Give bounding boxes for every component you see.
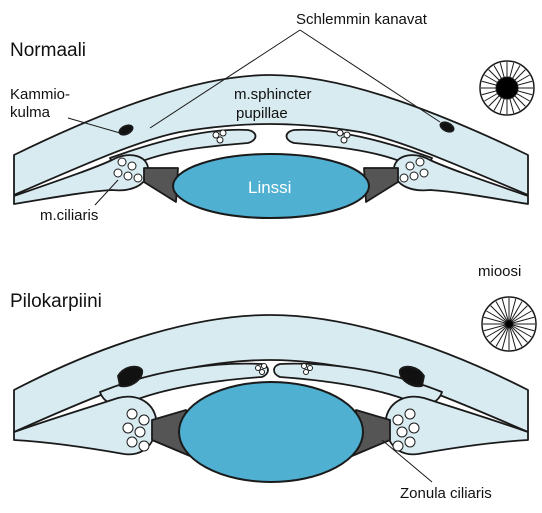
zonula-label: Zonula ciliaris (400, 485, 492, 502)
pupil-icon-normal (480, 61, 534, 115)
chamber-angle-label-line1: Kammio- (10, 86, 70, 103)
schlemm-label: Schlemmin kanavat (296, 11, 428, 28)
sphincter-label-line2: pupillae (236, 105, 288, 122)
ciliaris-label: m.ciliaris (40, 207, 98, 224)
pilocarpine-eye-panel (14, 315, 528, 482)
chamber-angle-label-line2: kulma (10, 104, 51, 121)
pupil-icon-miosis (482, 297, 536, 351)
lens-bottom (179, 382, 363, 482)
sphincter-label-line1: m.sphincter (234, 86, 312, 103)
normal-title: Normaali (10, 40, 86, 61)
pilocarpine-title: Pilokarpiini (10, 291, 102, 312)
miosis-label: mioosi (478, 263, 521, 280)
lens-label: Linssi (248, 178, 291, 197)
